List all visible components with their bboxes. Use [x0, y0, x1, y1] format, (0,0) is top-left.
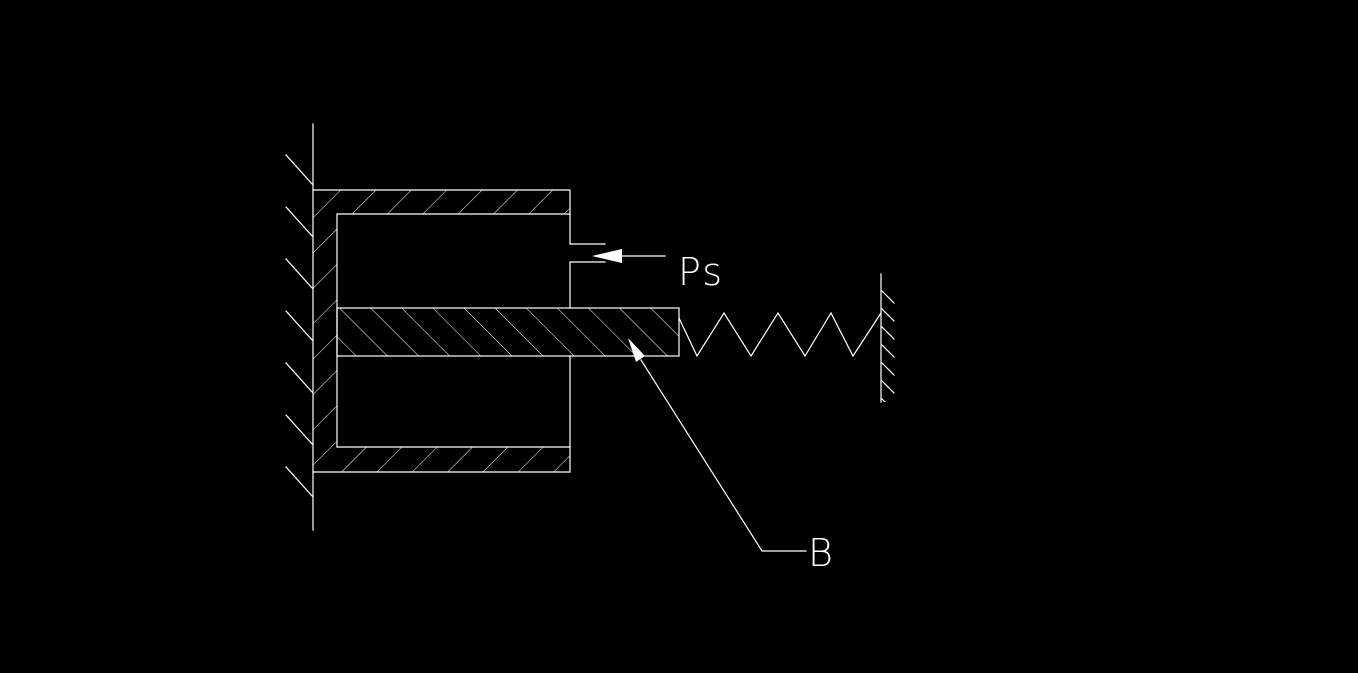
- ground-tick: [285, 414, 313, 446]
- ground-tick: [285, 362, 313, 394]
- leader-line-b: [628, 338, 807, 552]
- right-fixed-wall: [880, 273, 895, 403]
- spring: [678, 311, 882, 358]
- ground-tick: [881, 379, 895, 394]
- pressure-arrow: [592, 249, 666, 263]
- ground-tick: [285, 466, 313, 498]
- pressure-label: Ps: [678, 250, 724, 294]
- ground-tick: [881, 307, 895, 322]
- ground-tick: [881, 343, 895, 358]
- ground-tick: [881, 361, 895, 376]
- ground-tick: [285, 258, 313, 290]
- ground-tick: [881, 325, 895, 340]
- ground-tick: [881, 289, 895, 304]
- ground-tick: [285, 310, 313, 342]
- right-wall-ground-ticks: [881, 289, 895, 402]
- left-wall-ground-ticks: [285, 154, 313, 498]
- ground-tick: [285, 154, 313, 186]
- ground-tick: [881, 397, 886, 402]
- piston-rod: [336, 307, 680, 357]
- left-fixed-wall: [285, 123, 314, 531]
- ground-tick: [285, 206, 313, 238]
- part-label-b: B: [808, 531, 835, 575]
